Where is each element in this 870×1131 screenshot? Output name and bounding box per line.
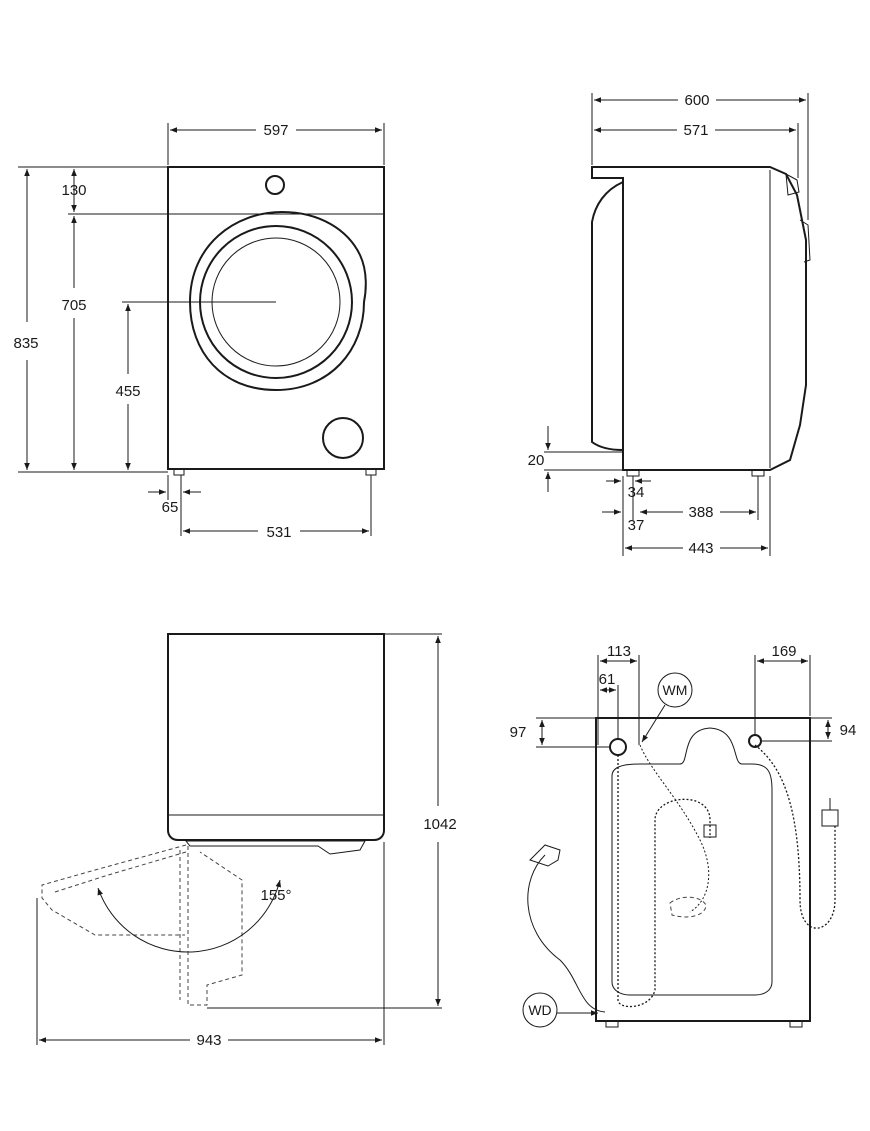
dim-rear-inner-offset: 61 bbox=[599, 671, 616, 688]
dim-side-foot-span: 388 bbox=[688, 504, 713, 521]
rear-view: WM WD 113 61 169 97 94 bbox=[510, 643, 857, 1028]
foot-left bbox=[173, 468, 185, 476]
door-angle-arc bbox=[97, 879, 282, 953]
inlet-hose-right bbox=[754, 744, 836, 929]
side-body-outline bbox=[591, 166, 807, 471]
power-cable bbox=[527, 854, 606, 1013]
side-knob bbox=[785, 173, 800, 196]
door-outer-ring bbox=[188, 210, 367, 392]
dim-foot-inset: 34 bbox=[628, 484, 645, 501]
filter-cover-icon bbox=[322, 417, 364, 459]
side-door-hinge bbox=[799, 219, 811, 263]
dim-side-total-depth: 600 bbox=[684, 92, 709, 109]
dim-front-width: 597 bbox=[263, 122, 288, 139]
open-door-side bbox=[187, 846, 243, 1006]
dim-foot-inset-outer: 37 bbox=[628, 517, 645, 534]
dim-total-height-open: 1042 bbox=[423, 816, 456, 833]
door-open-view: 155° 1042 943 bbox=[36, 633, 457, 1049]
wm-label: WM bbox=[663, 682, 688, 698]
side-back-panel bbox=[591, 181, 624, 451]
wd-label: WD bbox=[528, 1002, 551, 1018]
dim-top-panel: 130 bbox=[61, 182, 86, 199]
top-door-hinge bbox=[184, 840, 366, 855]
drain-hose-wm bbox=[639, 744, 710, 913]
dim-rear-right-vertical: 94 bbox=[840, 722, 857, 739]
open-door-outline bbox=[41, 844, 187, 936]
water-inlet-left-icon bbox=[609, 738, 627, 756]
front-view: 597 835 130 705 455 65 531 bbox=[13, 122, 385, 541]
side-view: 600 571 20 34 37 388 443 bbox=[528, 92, 811, 557]
dim-side-feet-depth: 443 bbox=[688, 540, 713, 557]
dim-door-center-height: 455 bbox=[115, 383, 140, 400]
dim-side-body-depth: 571 bbox=[683, 122, 708, 139]
dim-door-angle: 155° bbox=[260, 887, 291, 904]
wm-callout bbox=[657, 672, 693, 708]
dim-front-total-height: 835 bbox=[13, 335, 38, 352]
hose-connector-icon bbox=[821, 809, 839, 827]
wd-callout bbox=[522, 992, 558, 1028]
dim-worktop-height: 705 bbox=[61, 297, 86, 314]
dim-rear-right-offset: 169 bbox=[771, 643, 796, 660]
drain-hose-end bbox=[669, 896, 707, 918]
program-knob-icon bbox=[265, 175, 285, 195]
rear-panel-outline bbox=[611, 727, 773, 996]
dim-foot-span: 531 bbox=[266, 524, 291, 541]
dim-rear-wm-offset: 113 bbox=[607, 643, 631, 660]
inlet-hose-left bbox=[617, 755, 711, 1008]
top-body-outline bbox=[167, 633, 385, 841]
dim-foot-height: 20 bbox=[528, 452, 545, 469]
rear-body-outline bbox=[595, 717, 811, 1022]
dim-foot-offset: 65 bbox=[162, 499, 179, 516]
front-body-outline bbox=[167, 166, 385, 470]
dim-total-depth-open: 943 bbox=[196, 1032, 221, 1049]
power-plug-icon bbox=[529, 844, 561, 867]
dim-rear-left-vertical: 97 bbox=[510, 724, 527, 741]
